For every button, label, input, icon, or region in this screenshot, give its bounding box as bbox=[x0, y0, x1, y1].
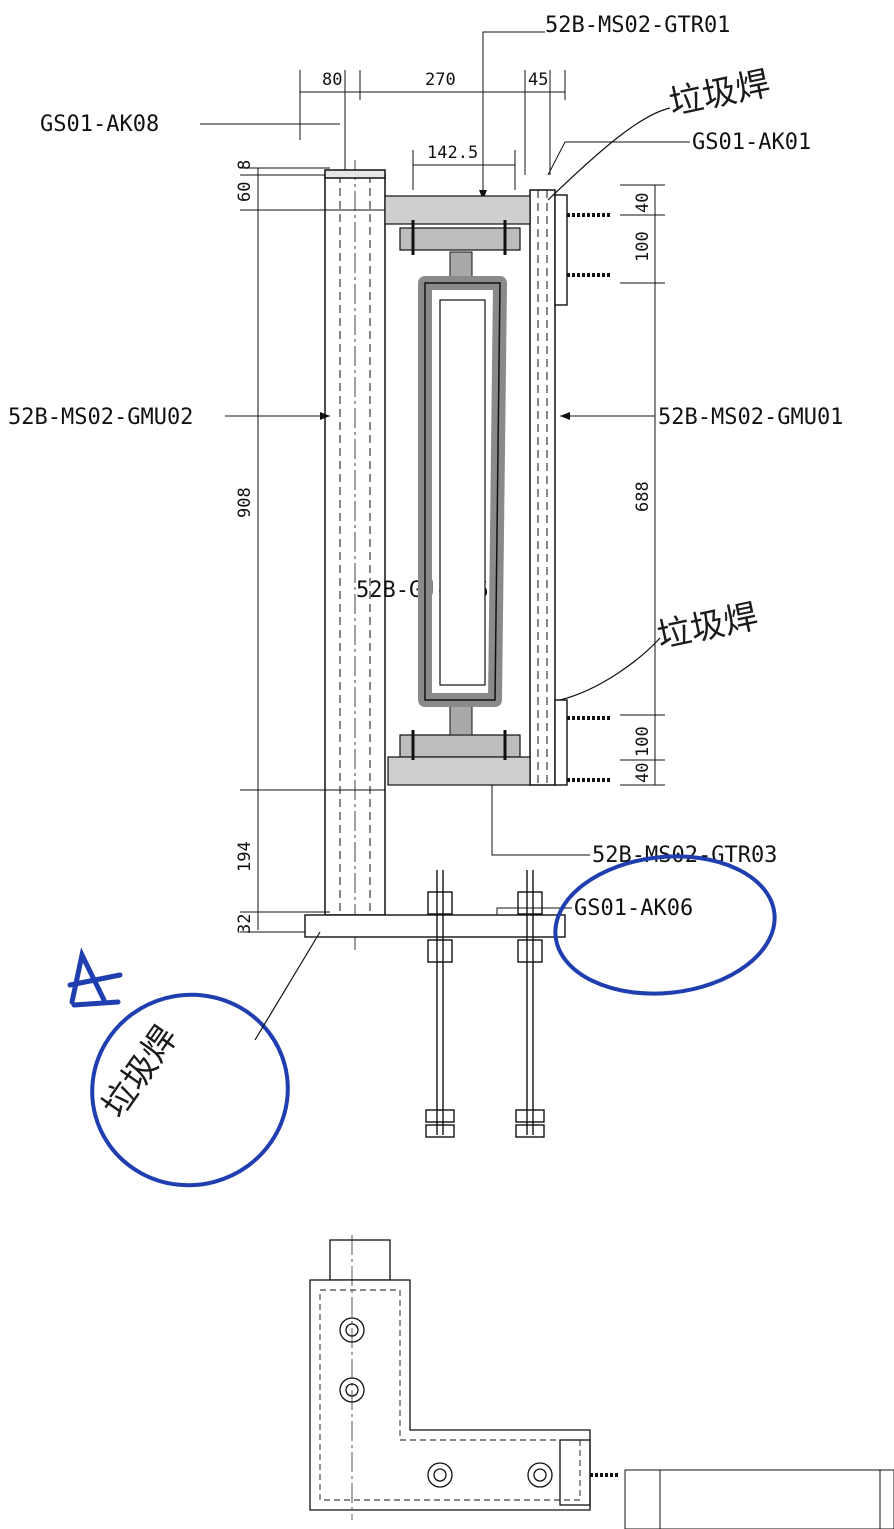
note-weld-top: 垃圾焊 bbox=[666, 63, 774, 123]
arrow-gtr01 bbox=[479, 190, 487, 200]
dim-688: 688 bbox=[633, 481, 653, 512]
label-gmu02: 52B-MS02-GMU02 bbox=[8, 405, 193, 430]
label-ak08: GS01-AK08 bbox=[40, 112, 159, 137]
dim-45: 45 bbox=[528, 70, 548, 90]
dim-142-5: 142.5 bbox=[427, 143, 478, 163]
label-ak06: GS01-AK06 bbox=[574, 896, 693, 921]
dim-908: 908 bbox=[235, 487, 255, 518]
leader-lines bbox=[200, 31, 690, 922]
circle-ak06 bbox=[553, 854, 777, 996]
beam-gtr01 bbox=[384, 195, 531, 255]
note-weld-middle: 垃圾焊 bbox=[654, 596, 762, 656]
anchor-bolts-wall bbox=[554, 194, 610, 786]
column-gmu01 bbox=[529, 189, 556, 786]
plan-view bbox=[309, 1235, 620, 1520]
dim-100-bottom: 100 bbox=[633, 726, 653, 757]
right-dimension-column bbox=[620, 184, 665, 786]
dim-194: 194 bbox=[235, 841, 255, 872]
dim-40-top: 40 bbox=[633, 193, 653, 213]
column-gmu02 bbox=[324, 160, 386, 950]
dim-60: 60 bbox=[235, 182, 255, 202]
label-ak01: GS01-AK01 bbox=[692, 130, 811, 155]
left-dimension-column bbox=[240, 167, 385, 933]
base-plate-ak06 bbox=[304, 870, 566, 1138]
note-weld-bottom: 垃圾焊 bbox=[95, 1019, 186, 1125]
title-block-fragment bbox=[624, 1469, 894, 1529]
mark-a bbox=[67, 947, 123, 1008]
dim-8: 8 bbox=[235, 160, 255, 170]
dim-80: 80 bbox=[322, 70, 342, 90]
label-gmu01: 52B-MS02-GMU01 bbox=[658, 405, 843, 430]
dim-270: 270 bbox=[425, 70, 456, 90]
arrow-gmu01 bbox=[560, 412, 570, 420]
top-dimension-row bbox=[299, 70, 566, 190]
label-gtr01: 52B-MS02-GTR01 bbox=[545, 13, 730, 38]
circle-weld-note bbox=[90, 992, 290, 1188]
dim-32: 32 bbox=[235, 914, 255, 934]
dim-40-bottom: 40 bbox=[633, 763, 653, 783]
frame-gj-j06 bbox=[418, 251, 507, 736]
handwritten-annotation-middle: 垃圾焊 bbox=[559, 596, 762, 701]
beam-gtr03 bbox=[387, 730, 531, 786]
dim-100-top: 100 bbox=[633, 231, 653, 262]
